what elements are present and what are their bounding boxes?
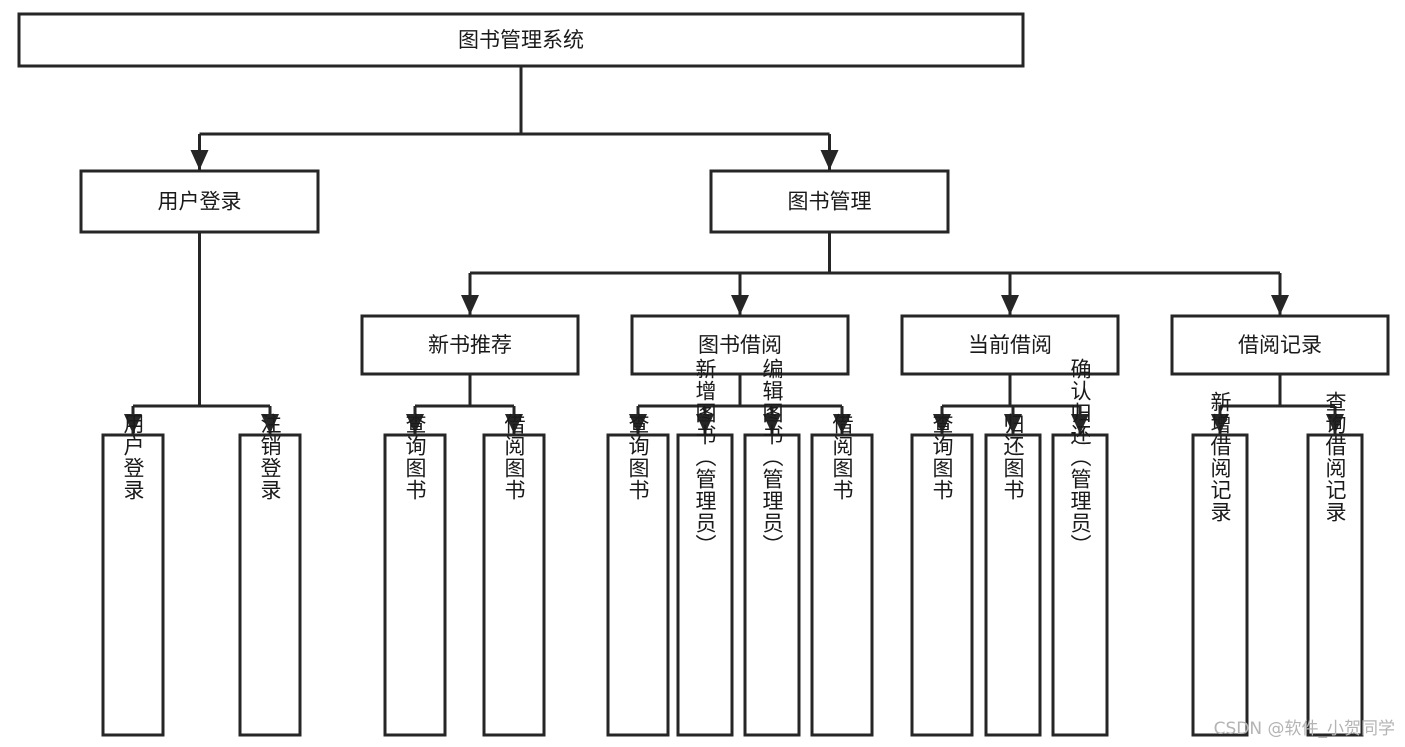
node-leaf-user-login-box[interactable] xyxy=(101,433,165,737)
arrow-head-icon xyxy=(1004,414,1022,434)
node-leaf-query-book-recommend[interactable]: 查询图书 xyxy=(383,413,447,737)
arrow-head-icon xyxy=(820,150,839,170)
node-leaf-borrow-book-recommend-label: 借阅图书 xyxy=(502,413,526,501)
arrow-head-icon xyxy=(1001,295,1019,315)
node-leaf-query-book-current-label: 查询图书 xyxy=(930,413,954,501)
node-leaf-query-book-current[interactable]: 查询图书 xyxy=(910,413,974,737)
arrow-head-icon xyxy=(505,414,523,434)
arrow-head-icon xyxy=(1071,414,1089,434)
node-borrow-record[interactable]: 借阅记录 xyxy=(1170,314,1390,376)
node-book-management[interactable]: 图书管理 xyxy=(709,169,950,234)
node-leaf-return-book[interactable]: 归还图书 xyxy=(984,413,1042,737)
node-leaf-borrow-book-recommend[interactable]: 借阅图书 xyxy=(482,413,546,737)
node-leaf-return-book-label: 归还图书 xyxy=(1001,413,1025,501)
arrow-head-icon xyxy=(629,414,647,434)
node-book-borrow[interactable]: 图书借阅 xyxy=(630,314,850,376)
arrow-head-icon xyxy=(833,414,851,434)
node-root-label: 图书管理系统 xyxy=(458,28,584,52)
connector-lines-group xyxy=(124,66,1344,434)
node-leaf-user-login[interactable]: 用户登录 xyxy=(101,413,165,737)
node-leaf-query-book-borrow-label: 查询图书 xyxy=(626,413,650,501)
node-leaf-query-book-borrow-box[interactable] xyxy=(606,433,670,737)
node-leaf-borrow-book[interactable]: 借阅图书 xyxy=(810,413,874,737)
node-user-login-box[interactable] xyxy=(79,169,320,234)
node-leaf-add-book-admin[interactable]: 新增图书（管理员） xyxy=(676,358,734,737)
node-leaf-edit-book-admin-box[interactable] xyxy=(743,433,801,737)
node-leaf-add-book-admin-label: 新增图书（管理员） xyxy=(693,358,717,556)
node-leaf-query-borrow-record-box[interactable] xyxy=(1306,433,1364,737)
node-user-login[interactable]: 用户登录 xyxy=(79,169,320,234)
node-leaf-edit-book-admin[interactable]: 编辑图书（管理员） xyxy=(743,358,801,737)
node-borrow-record-box[interactable] xyxy=(1170,314,1390,376)
node-user-login-label: 用户登录 xyxy=(158,190,242,214)
arrow-head-icon xyxy=(933,414,951,434)
arrow-head-icon xyxy=(261,414,279,434)
node-book-management-label: 图书管理 xyxy=(788,190,872,214)
node-leaf-borrow-book-label: 借阅图书 xyxy=(830,413,854,501)
arrow-head-icon xyxy=(731,295,749,315)
arrow-head-icon xyxy=(190,150,209,170)
arrow-head-icon xyxy=(696,414,714,434)
node-current-borrow-box[interactable] xyxy=(900,314,1120,376)
arrow-head-icon xyxy=(1271,295,1289,315)
node-leaf-query-book-current-box[interactable] xyxy=(910,433,974,737)
node-leaf-confirm-return-admin[interactable]: 确认归还（管理员） xyxy=(1051,358,1109,737)
node-root-box[interactable] xyxy=(17,12,1025,68)
arrow-head-icon xyxy=(461,295,479,315)
arrow-head-icon xyxy=(124,414,142,434)
arrow-head-icon xyxy=(1211,414,1229,434)
node-leaf-logout[interactable]: 注销登录 xyxy=(238,413,302,737)
node-leaf-add-borrow-record[interactable]: 新增借阅记录 xyxy=(1191,391,1249,737)
node-leaf-borrow-book-recommend-box[interactable] xyxy=(482,433,546,737)
node-book-management-box[interactable] xyxy=(709,169,950,234)
arrow-head-icon xyxy=(1326,414,1344,434)
arrow-head-icon xyxy=(763,414,781,434)
node-leaf-query-borrow-record[interactable]: 查询借阅记录 xyxy=(1306,391,1364,737)
node-current-borrow-label: 当前借阅 xyxy=(968,333,1052,357)
node-leaf-add-borrow-record-label: 新增借阅记录 xyxy=(1208,391,1232,523)
node-leaf-query-book-borrow[interactable]: 查询图书 xyxy=(606,413,670,737)
node-leaf-edit-book-admin-label: 编辑图书（管理员） xyxy=(760,358,784,556)
node-new-book-recommend-box[interactable] xyxy=(360,314,580,376)
node-new-book-recommend-label: 新书推荐 xyxy=(428,333,512,357)
node-root[interactable]: 图书管理系统 xyxy=(17,12,1025,68)
node-book-borrow-box[interactable] xyxy=(630,314,850,376)
node-leaf-add-book-admin-box[interactable] xyxy=(676,433,734,737)
node-leaf-logout-label: 注销登录 xyxy=(258,413,282,501)
arrow-head-icon xyxy=(406,414,424,434)
node-leaf-confirm-return-admin-label: 确认归还（管理员） xyxy=(1068,358,1092,556)
node-new-book-recommend[interactable]: 新书推荐 xyxy=(360,314,580,376)
node-leaf-user-login-label: 用户登录 xyxy=(121,413,145,501)
node-leaf-query-book-recommend-box[interactable] xyxy=(383,433,447,737)
node-leaf-query-book-recommend-label: 查询图书 xyxy=(403,413,427,501)
node-current-borrow[interactable]: 当前借阅 xyxy=(900,314,1120,376)
nodes-group: 图书管理系统用户登录图书管理新书推荐图书借阅当前借阅借阅记录用户登录注销登录查询… xyxy=(17,12,1390,737)
node-leaf-logout-box[interactable] xyxy=(238,433,302,737)
node-leaf-confirm-return-admin-box[interactable] xyxy=(1051,433,1109,737)
node-leaf-borrow-book-box[interactable] xyxy=(810,433,874,737)
node-leaf-return-book-box[interactable] xyxy=(984,433,1042,737)
node-borrow-record-label: 借阅记录 xyxy=(1238,333,1322,357)
node-book-borrow-label: 图书借阅 xyxy=(698,333,782,357)
node-leaf-add-borrow-record-box[interactable] xyxy=(1191,433,1249,737)
node-leaf-query-borrow-record-label: 查询借阅记录 xyxy=(1323,391,1347,523)
